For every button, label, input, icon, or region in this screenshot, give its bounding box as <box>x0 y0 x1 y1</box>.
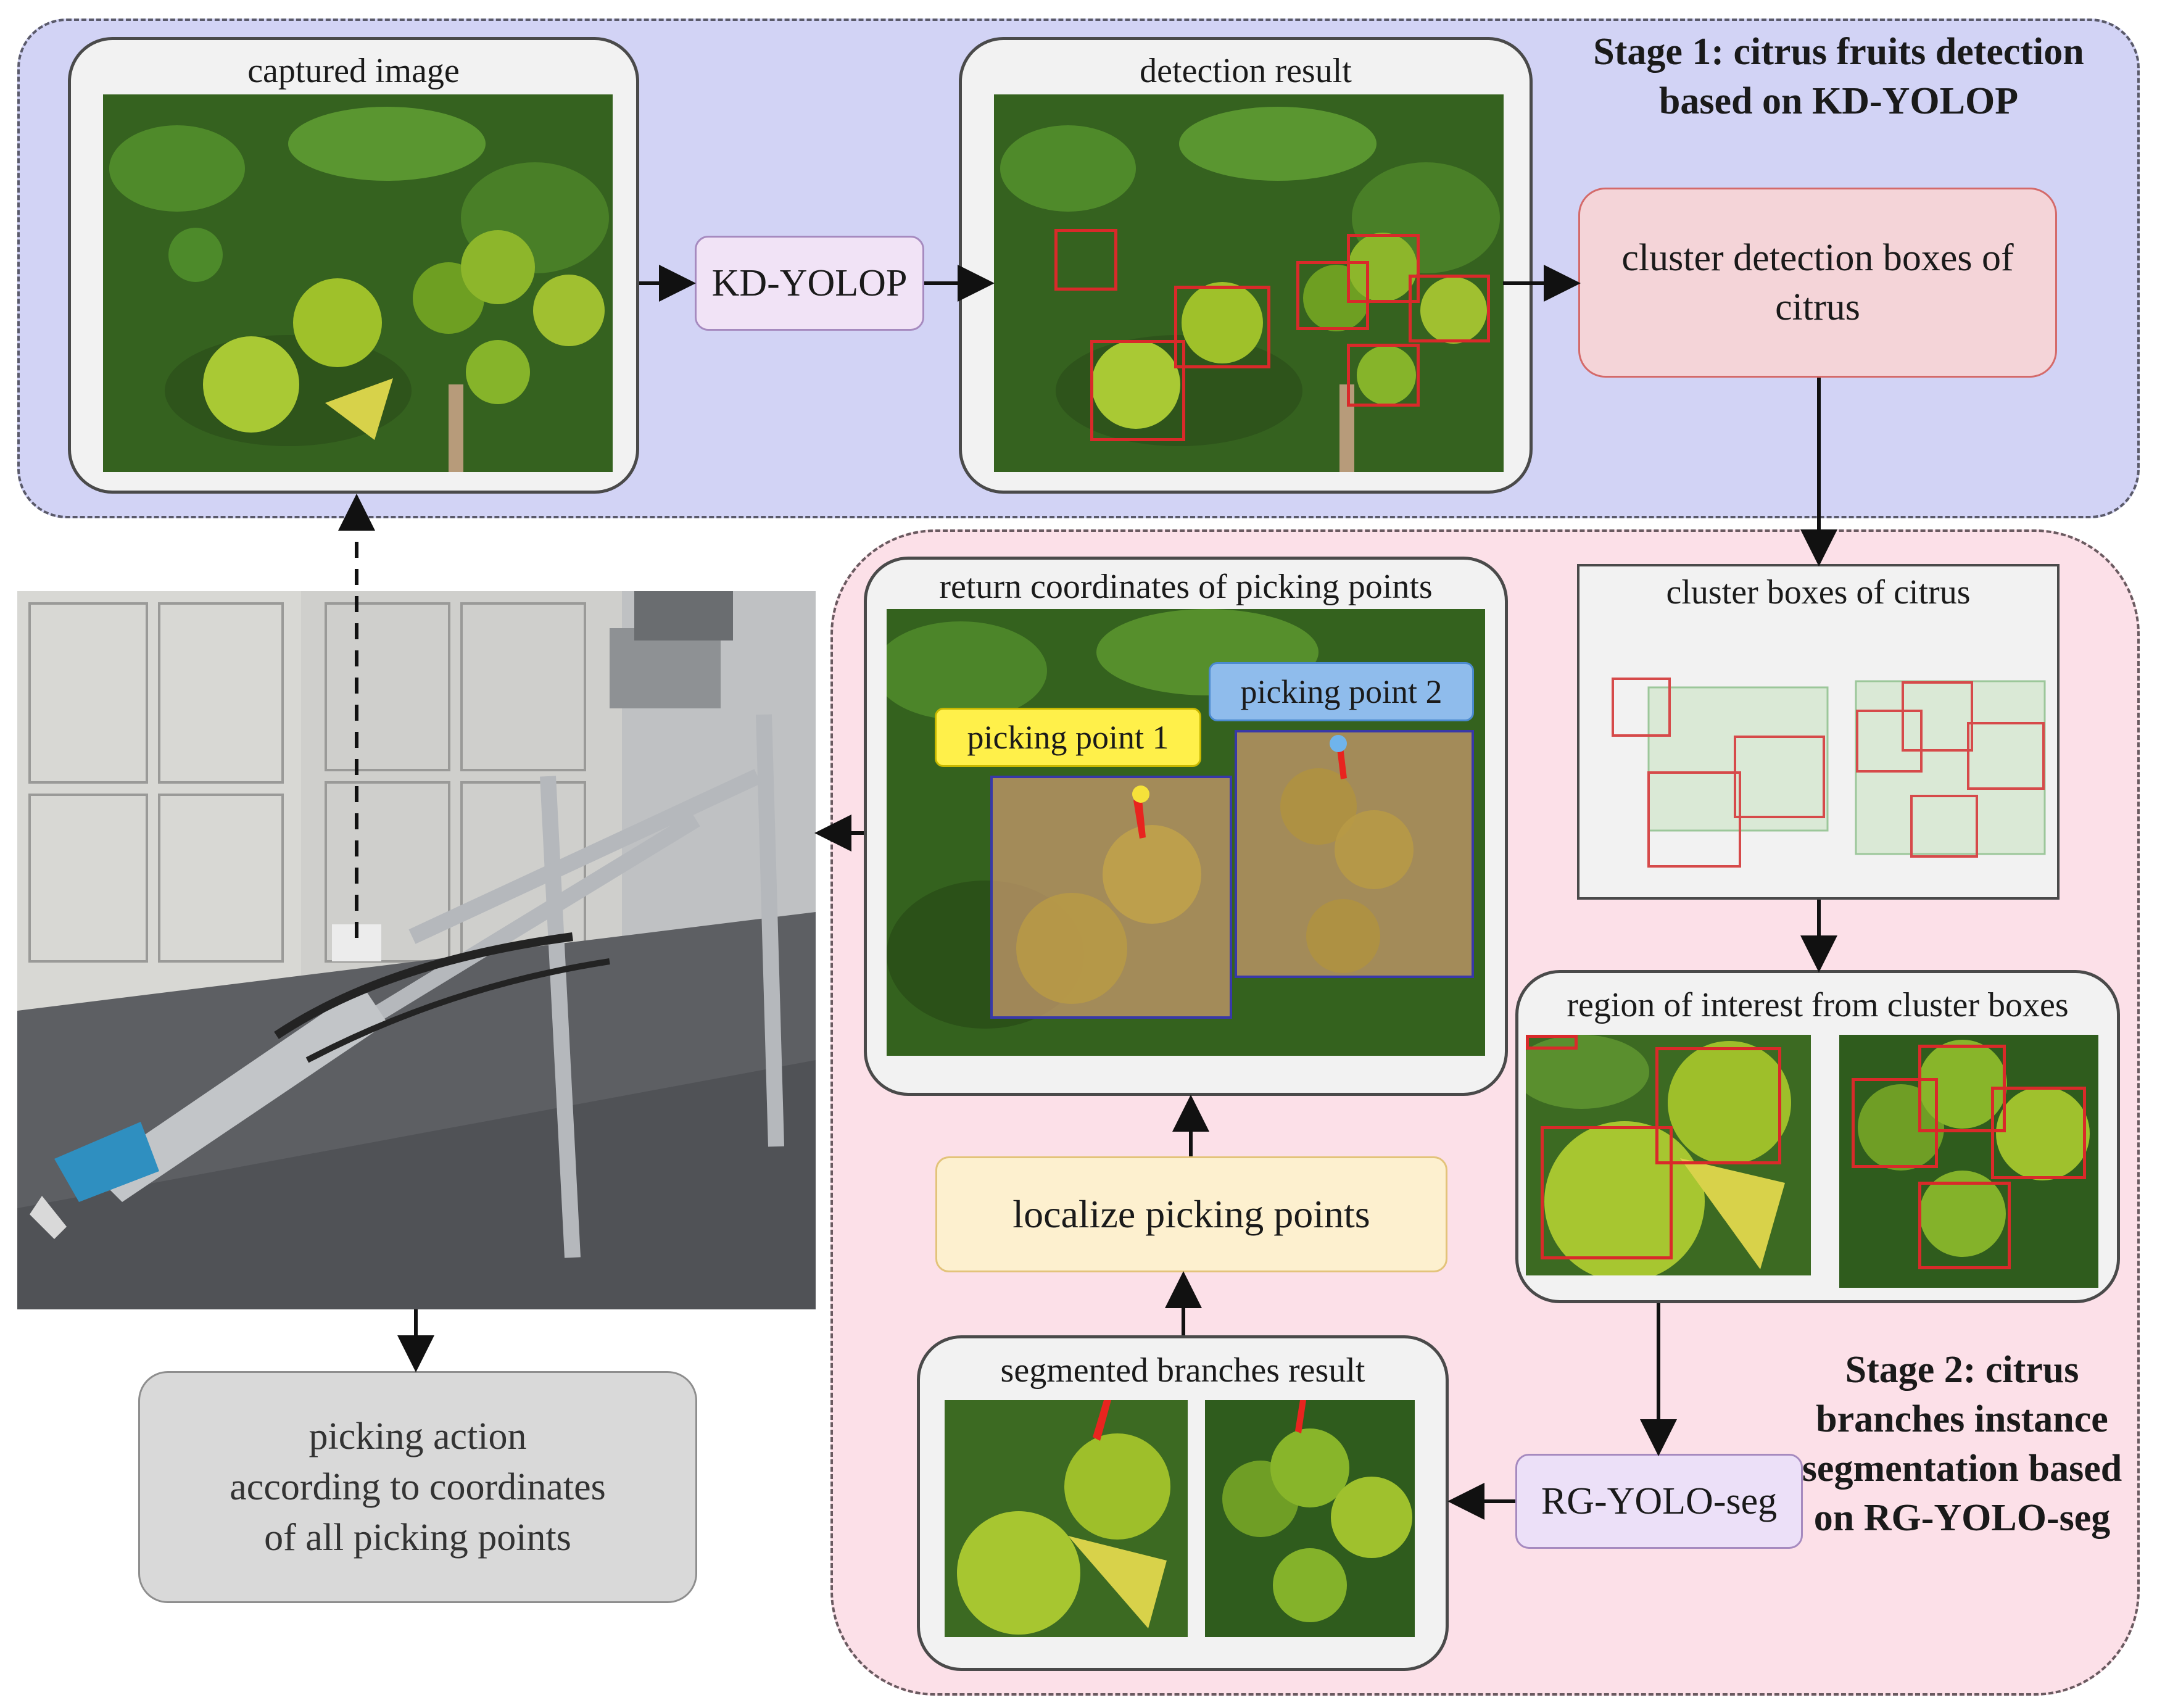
kd-yolop-box: KD-YOLOP <box>695 236 924 331</box>
detection-result-card: detection result <box>959 37 1533 494</box>
detection-box <box>1409 275 1490 342</box>
roi-box <box>1852 1078 1938 1168</box>
cluster-boxes-card: cluster boxes of citrus <box>1577 564 2060 900</box>
roi-box <box>1655 1047 1781 1164</box>
detection-box <box>1296 261 1369 330</box>
detection-box <box>1347 234 1420 303</box>
robot-photo <box>17 591 816 1309</box>
detection-box <box>1054 229 1117 291</box>
cluster-boxes-diagram <box>1612 678 2046 868</box>
picking-action-box: picking action according to coordinates … <box>138 1371 697 1603</box>
detection-box <box>1090 340 1185 441</box>
detection-box <box>1174 286 1270 368</box>
stage1-title: Stage 1: citrus fruits detection based o… <box>1593 31 2084 122</box>
detection-box <box>1347 344 1420 407</box>
roi-photo-1 <box>1526 1035 1811 1275</box>
captured-image-card: captured image <box>68 37 639 494</box>
picking-point-1-label: picking point 1 <box>935 708 1201 767</box>
roi-photo-2 <box>1839 1035 2098 1288</box>
segmented-card: segmented branches result <box>917 1335 1449 1671</box>
roi-box <box>1541 1126 1673 1259</box>
return-coords-card: return coordinates of picking points pic… <box>864 557 1508 1096</box>
detection-result-label: detection result <box>1140 52 1352 90</box>
stage2-title: Stage 2: citrus branches instance segmen… <box>1802 1349 2122 1539</box>
cluster-boxes-label: cluster boxes of citrus <box>1666 573 1971 611</box>
localize-box: localize picking points <box>935 1156 1447 1272</box>
roi-box <box>1991 1087 2086 1179</box>
picking-action-line2: according to coordinates <box>230 1466 606 1508</box>
rg-yolo-seg-box: RG-YOLO-seg <box>1515 1454 1803 1549</box>
roi-box <box>1526 1035 1578 1050</box>
captured-image-label: captured image <box>247 52 460 90</box>
return-coords-photo: picking point 1 picking point 2 <box>887 609 1485 1056</box>
picking-action-line3: of all picking points <box>264 1517 571 1559</box>
segmented-photo-2 <box>1205 1400 1415 1637</box>
return-coords-label: return coordinates of picking points <box>939 568 1433 606</box>
picking-point-2-label: picking point 2 <box>1209 662 1474 721</box>
captured-image-photo <box>103 94 613 472</box>
roi-card: region of interest from cluster boxes <box>1515 970 2120 1303</box>
picking-action-line1: picking action <box>308 1416 527 1457</box>
segmented-label: segmented branches result <box>1000 1351 1365 1390</box>
cluster-detection-box: cluster detection boxes of citrus <box>1578 188 2057 378</box>
roi-box <box>1918 1182 2011 1269</box>
segmented-photo-1 <box>945 1400 1188 1637</box>
detection-result-photo <box>994 94 1504 472</box>
roi-label: region of interest from cluster boxes <box>1567 986 2069 1024</box>
